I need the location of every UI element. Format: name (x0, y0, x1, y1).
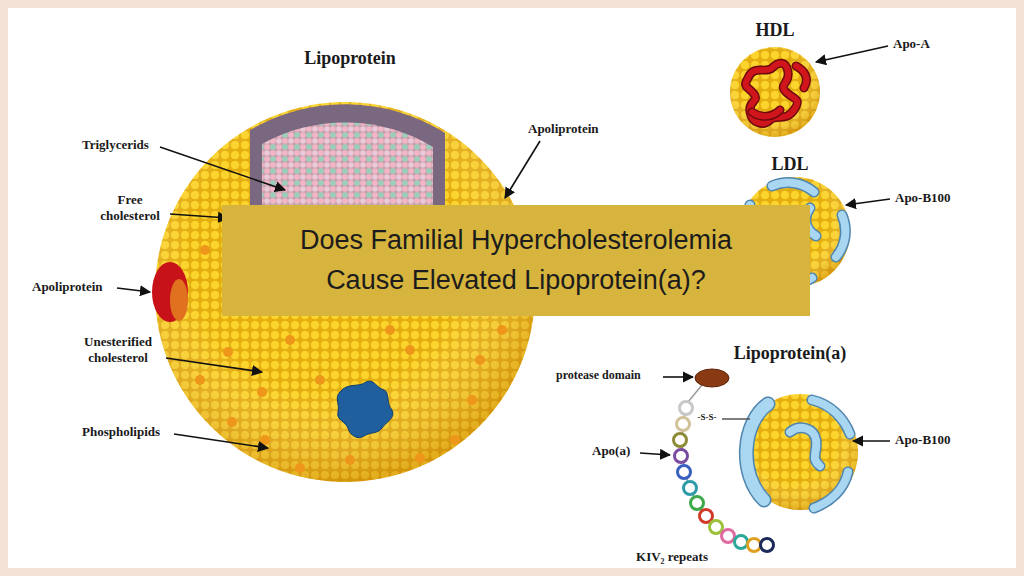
particle-heading: Lipoprotein(a) (734, 343, 847, 365)
particle-heading: Lipoprotein (304, 48, 396, 70)
part-label: protease domain (556, 368, 641, 382)
apo-a-ribbon (746, 63, 807, 123)
part-label: Apoliprotein (32, 279, 103, 295)
disulfide-bond (722, 418, 750, 420)
part-label: Apo(a) (592, 443, 630, 459)
protease-domain (695, 369, 729, 387)
lpa-shading (742, 394, 858, 510)
apolipoprotein-blob (170, 279, 188, 321)
leader-lines (117, 46, 890, 455)
core-section (262, 122, 433, 218)
protein-blob (337, 381, 393, 438)
hdl-particle (730, 47, 820, 137)
canvas (8, 8, 1016, 568)
bond-label: -S-S- (697, 412, 716, 423)
title-text: Does Familial Hypercholesterolemia Cause… (281, 221, 751, 299)
kringle-repeats (674, 402, 774, 552)
hdl-surface (730, 47, 820, 137)
apo-a-backbone (682, 408, 766, 545)
lpa-surface (742, 394, 858, 510)
part-label: Apoliprotein (528, 121, 599, 137)
part-label: Apo-B100 (895, 190, 951, 206)
shell-section (250, 104, 445, 218)
part-label: KIV₂ repeats (636, 549, 708, 565)
particle-heading: LDL (771, 154, 808, 176)
part-label: Apo-B100 (895, 432, 951, 448)
part-label: Apo-A (893, 36, 930, 52)
part-label: Phospholipids (82, 424, 160, 440)
part-label: Unesterified cholesterol (72, 334, 164, 365)
lpa-particle (674, 369, 859, 552)
apolipoprotein-blob (152, 262, 188, 322)
part-label: Triglycerids (82, 137, 149, 153)
particle-heading: HDL (755, 20, 794, 42)
part-label: Free cholesterol (89, 192, 171, 223)
apo-a-linker (688, 385, 702, 402)
hdl-shading (730, 47, 820, 137)
apo-b100-ribbon (746, 400, 850, 508)
title-band: Does Familial Hypercholesterolemia Cause… (222, 205, 810, 316)
